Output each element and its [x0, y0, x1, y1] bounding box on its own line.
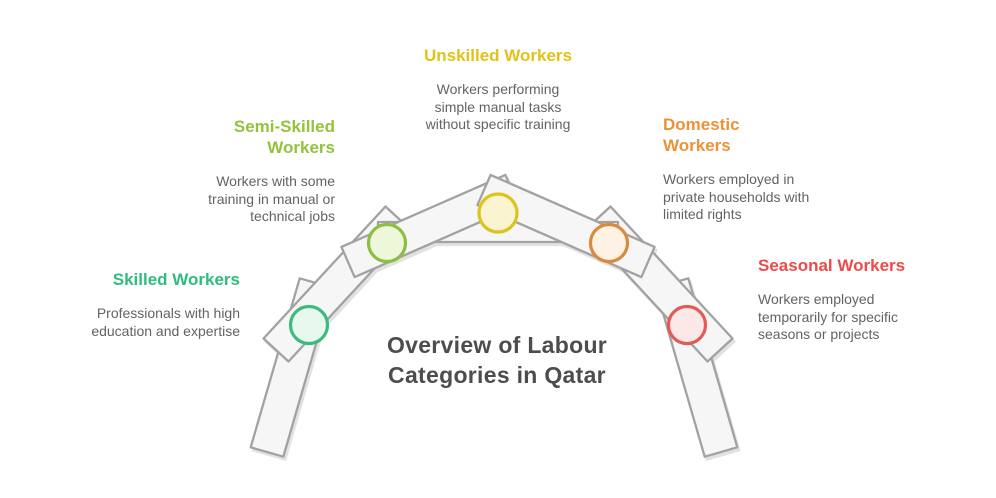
joint-seasonal-circle [666, 304, 708, 346]
category-seasonal-description: Workers employed temporarily for specifi… [758, 291, 899, 342]
category-domestic-workers: Domestic Workers Workers employed in pri… [663, 114, 809, 224]
category-unskilled-workers: Unskilled Workers Workers performing sim… [348, 45, 648, 134]
category-unskilled-title: Unskilled Workers [423, 46, 573, 65]
category-semi-skilled-workers: Semi-Skilled Workers Workers with some t… [208, 116, 335, 226]
category-skilled-workers: Skilled Workers Professionals with high … [91, 269, 240, 340]
category-seasonal-workers: Seasonal Workers Workers employed tempor… [758, 255, 905, 344]
diagram-title: Overview of Labour Categories in Qatar [386, 332, 608, 388]
joint-skilled-circle [288, 304, 330, 346]
joint-semi-skilled-circle [366, 222, 408, 264]
category-skilled-description: Professionals with high education and ex… [91, 305, 240, 339]
category-skilled-title: Skilled Workers [112, 270, 240, 289]
category-unskilled-description: Workers performing simple manual tasks w… [425, 81, 571, 132]
joint-unskilled-circle [477, 192, 519, 234]
joint-domestic-circle [588, 222, 630, 264]
category-semi-skilled-description: Workers with some training in manual or … [208, 173, 335, 224]
category-domestic-description: Workers employed in private households w… [663, 171, 810, 222]
category-semi-skilled-title: Semi-Skilled Workers [233, 117, 335, 157]
category-domestic-title: Domestic Workers [663, 115, 740, 155]
category-seasonal-title: Seasonal Workers [758, 256, 906, 275]
